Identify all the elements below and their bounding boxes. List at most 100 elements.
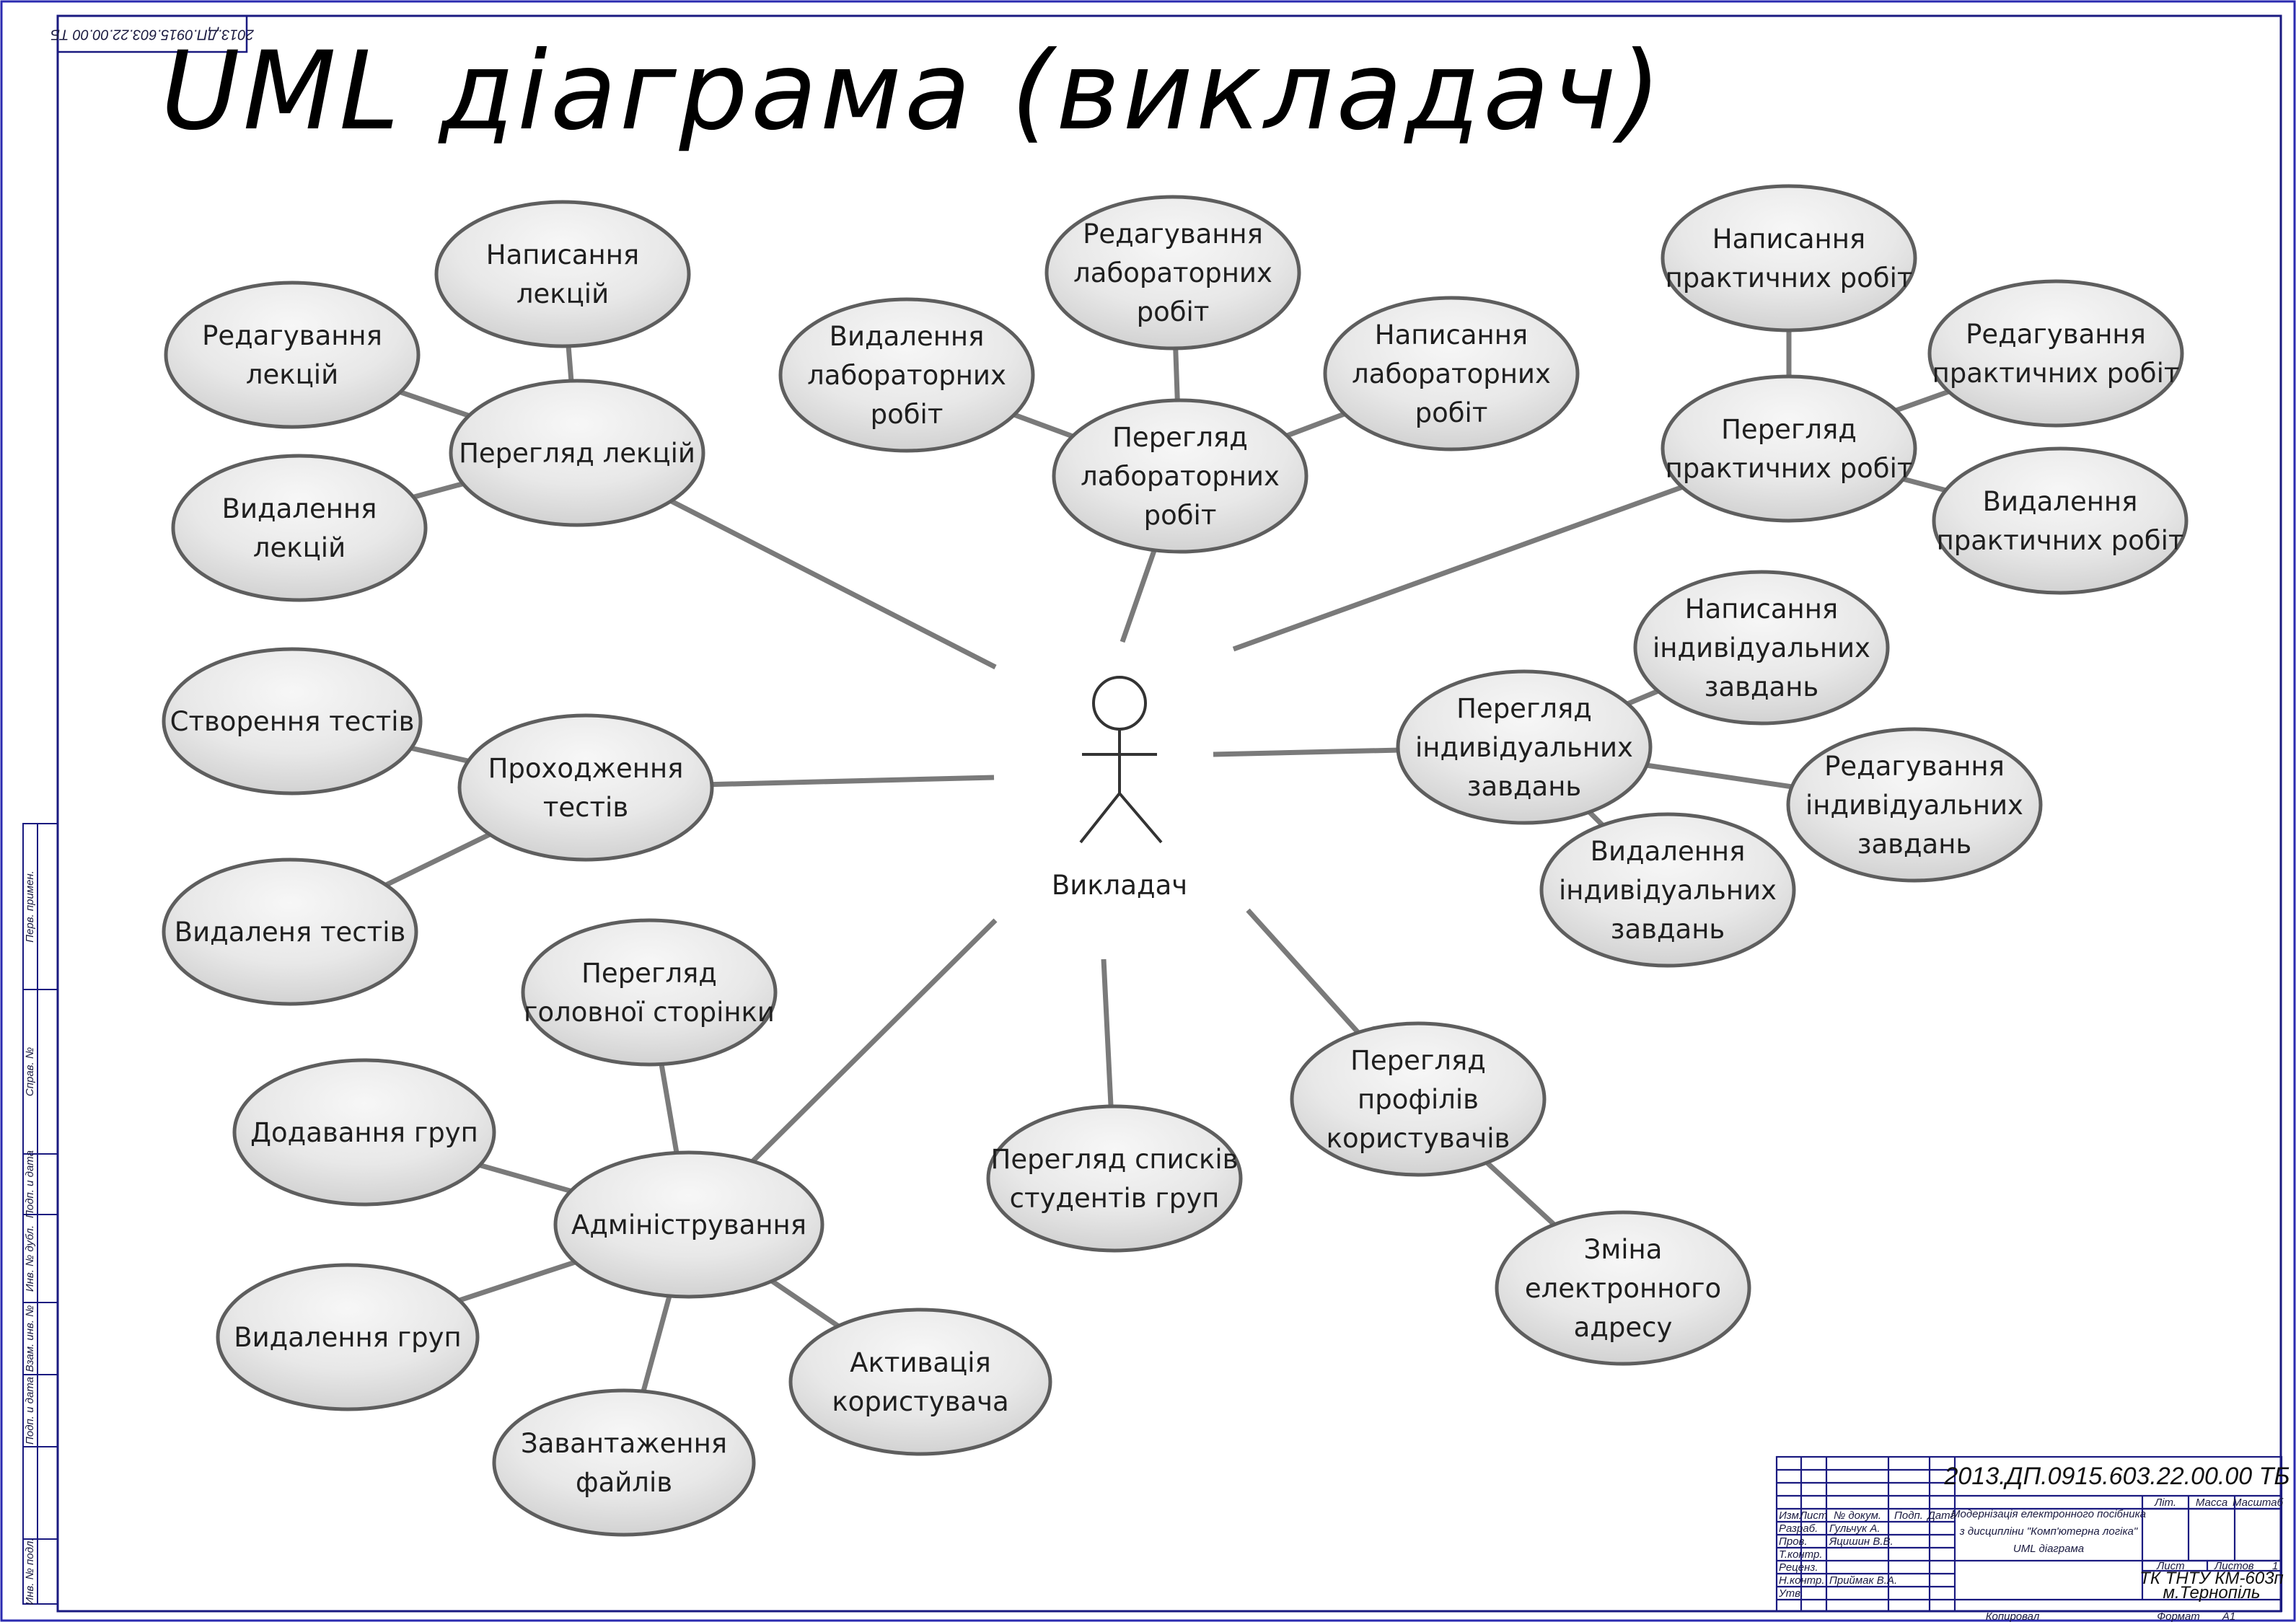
stamp-h-list: Лист — [1799, 1509, 1828, 1522]
use-case-label: лабораторних — [1352, 358, 1551, 389]
use-case-test-pass[interactable]: Проходження тестів — [457, 713, 714, 862]
use-case-label: Перегляд списків — [991, 1144, 1239, 1175]
title-block — [1775, 1455, 2283, 1613]
use-case-label: Написання — [1712, 224, 1865, 255]
use-case-ellipse — [1661, 374, 1917, 523]
use-case-label: практичних робіт — [1666, 263, 1913, 294]
use-case-admin[interactable]: Адміністрування — [553, 1150, 824, 1299]
use-case-lec-del[interactable]: Видалення лекцій — [171, 454, 428, 602]
use-case-label: тестів — [543, 792, 628, 823]
stamp-sheets: Листов — [2214, 1560, 2254, 1572]
stamp-format-value: А1 — [2222, 1610, 2235, 1622]
stamp-h-izm: Изм — [1779, 1509, 1799, 1522]
actor-teacher[interactable]: Викладач — [1052, 676, 1187, 901]
use-case-label: лабораторних — [807, 360, 1006, 391]
use-case-label: індивідуальних — [1415, 732, 1633, 763]
page-title: UML діаграма (викладач) — [161, 29, 1664, 154]
use-case-label: робіт — [1144, 500, 1217, 531]
use-case-ellipse — [1044, 195, 1301, 351]
actor-label: Викладач — [1052, 870, 1187, 901]
use-case-label: робіт — [871, 399, 944, 430]
use-case-label: завдань — [1611, 914, 1725, 945]
use-case-ellipse — [986, 1104, 1243, 1253]
use-case-label: практичних робіт — [1666, 453, 1913, 484]
use-case-ellipse — [216, 1263, 480, 1411]
use-case-label: Перегляд — [1456, 693, 1592, 724]
use-case-grp-del[interactable]: Видалення груп — [216, 1263, 480, 1411]
use-case-ellipse — [778, 297, 1035, 453]
use-case-label: лекцій — [253, 532, 346, 563]
stamp-scale: Масштаб — [2233, 1497, 2284, 1509]
title-block-text: 2013.ДП.0915.603.22.00.00 ТБ Изм Лист № … — [1778, 1463, 2290, 1622]
use-case-test-del[interactable]: Видаленя тестів — [162, 858, 418, 1006]
side-stamp-label: Взам. инв. № — [24, 1305, 36, 1372]
use-case-label: Видалення — [222, 493, 377, 524]
use-case-ellipse — [164, 281, 421, 429]
use-case-ellipse — [162, 858, 418, 1006]
top-code-text: 2013.ДП.0915.603.22.00.00 ТБ — [50, 27, 255, 43]
use-case-grp-add[interactable]: Додавання груп — [232, 1058, 496, 1207]
use-case-label: Написання — [486, 239, 639, 270]
use-case-label: адресу — [1574, 1312, 1673, 1343]
stamp-h-doc: № докум. — [1834, 1509, 1881, 1522]
use-case-label: Написання — [1375, 319, 1528, 351]
use-case-label: індивідуальних — [1559, 875, 1777, 906]
use-case-label: Адміністрування — [571, 1209, 806, 1240]
stamp-name: Яцишин В.В. — [1829, 1535, 1893, 1548]
use-case-ellipse — [1927, 279, 2184, 428]
use-case-label: Перегляд — [581, 958, 717, 989]
use-case-test-create[interactable]: Створення тестів — [162, 647, 423, 795]
use-case-ellipse — [1539, 812, 1796, 968]
side-stamp-label: Подп. и дата — [24, 1150, 36, 1218]
stamp-name: Гульчук А. — [1829, 1522, 1881, 1535]
use-case-label: Редагування — [1824, 751, 2005, 782]
use-case-label: Видалення — [1591, 836, 1746, 867]
use-case-label: Перегляд лекцій — [459, 438, 695, 469]
use-case-ellipse — [1633, 570, 1890, 726]
use-case-ellipse — [1290, 1021, 1547, 1177]
stamp-copied: Копировал — [1986, 1610, 2040, 1622]
use-case-label: Перегляд — [1112, 422, 1248, 453]
stamp-role: Разраб. — [1779, 1522, 1818, 1535]
side-stamp-label: Подп. и дата — [24, 1377, 36, 1445]
use-case-label: Завантаження — [521, 1428, 727, 1459]
stamp-role: Реценз. — [1779, 1561, 1818, 1574]
use-case-ellipse — [1052, 398, 1308, 554]
use-case-label: завдань — [1705, 671, 1818, 702]
use-case-label: Редагування — [1966, 319, 2146, 350]
stamp-lit: Літ. — [2154, 1497, 2176, 1509]
inner-frame — [56, 14, 2282, 1613]
use-case-label: користувачів — [1327, 1123, 1510, 1154]
side-stamp-label: Инв. № подл. — [24, 1538, 36, 1605]
use-case-ind-del[interactable]: Видалення індивідуальних завдань — [1539, 812, 1796, 968]
use-case-ellipse — [788, 1308, 1052, 1456]
stamp-org-2: м.Тернопіль — [2163, 1583, 2261, 1603]
use-case-label: Проходження — [488, 753, 684, 784]
use-case-label: індивідуальних — [1805, 790, 2023, 821]
use-case-lec-write[interactable]: Написання лекцій — [434, 200, 691, 348]
use-case-ellipse — [521, 918, 778, 1067]
use-case-lec-view[interactable]: Перегляд лекцій — [449, 379, 705, 527]
use-case-pr-write[interactable]: Написання практичних робіт — [1661, 184, 1917, 332]
use-case-label: робіт — [1137, 296, 1210, 327]
use-case-label: лекцій — [516, 278, 609, 309]
